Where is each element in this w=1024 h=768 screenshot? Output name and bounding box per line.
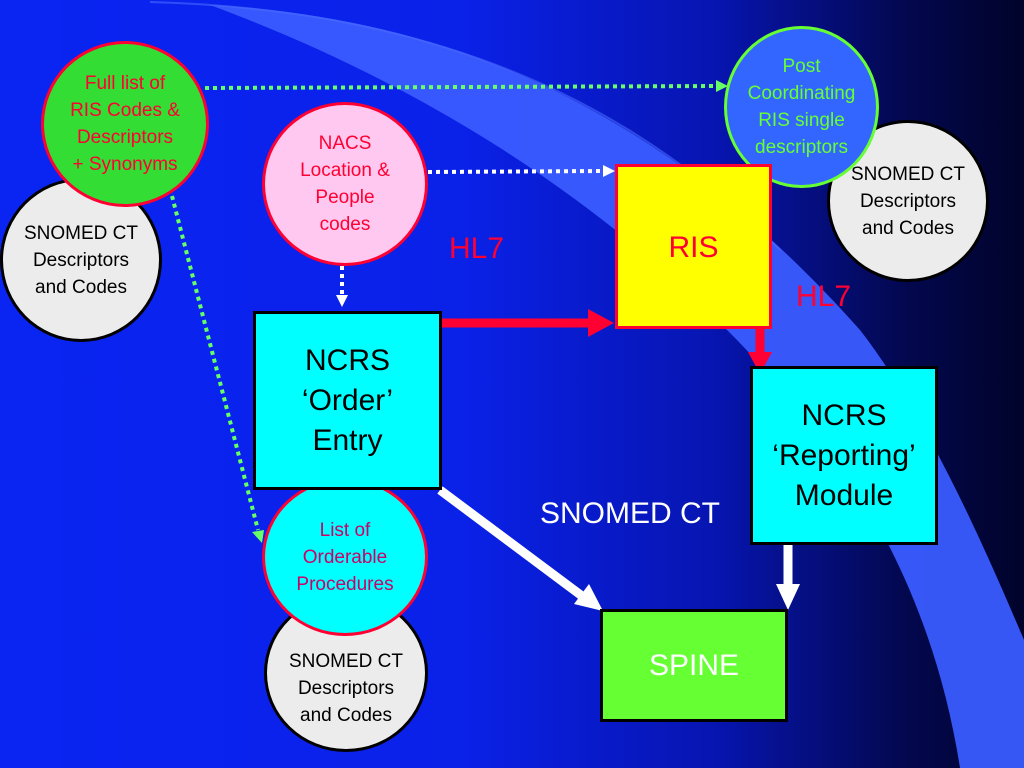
spine-text: SPINE (648, 648, 740, 682)
full-list-circle: Full list of RIS Codes & Descriptors + S… (41, 41, 209, 207)
dotted-arrow-nacs-ris (427, 169, 605, 174)
ncrs-order-box: NCRS ‘Order’ Entry (253, 311, 442, 490)
dotted-arrow-fulllist-post (204, 84, 719, 90)
dotted-arrow-fulllist-orderable (170, 195, 260, 531)
snomed-right-text: SNOMED CT Descriptors and Codes (851, 163, 965, 239)
ncrs-order-text: NCRS ‘Order’ Entry (301, 343, 394, 457)
spine-box: SPINE (600, 609, 788, 722)
orderable-text: List of Orderable Procedures (296, 519, 394, 595)
hl7-label-order: HL7 (449, 232, 505, 265)
nacs-text: NACS Location & People codes (300, 133, 390, 235)
ris-box: RIS (615, 164, 772, 329)
snomed-circle-right: SNOMED CT Descriptors and Codes (827, 120, 989, 282)
snomed-left-text: SNOMED CT Descriptors and Codes (24, 222, 138, 298)
ris-text: RIS (668, 231, 719, 264)
post-coordinating-text: Post Coordinating RIS single descriptors (747, 56, 856, 158)
ncrs-reporting-text: NCRS ‘Reporting’ Module (772, 398, 916, 512)
ncrs-reporting-box: NCRS ‘Reporting’ Module (750, 366, 938, 545)
snomed-bottom-text: SNOMED CT Descriptors and Codes (289, 650, 403, 726)
snomed-ct-label: SNOMED CT (540, 497, 720, 530)
white-arrow-order-spine (437, 486, 585, 600)
orderable-circle: List of Orderable Procedures (262, 478, 428, 636)
post-coordinating-circle: Post Coordinating RIS single descriptors (724, 26, 879, 188)
full-list-text: Full list of RIS Codes & Descriptors + S… (70, 73, 180, 175)
hl7-label-reporting: HL7 (796, 280, 852, 313)
nacs-circle: NACS Location & People codes (262, 102, 428, 266)
